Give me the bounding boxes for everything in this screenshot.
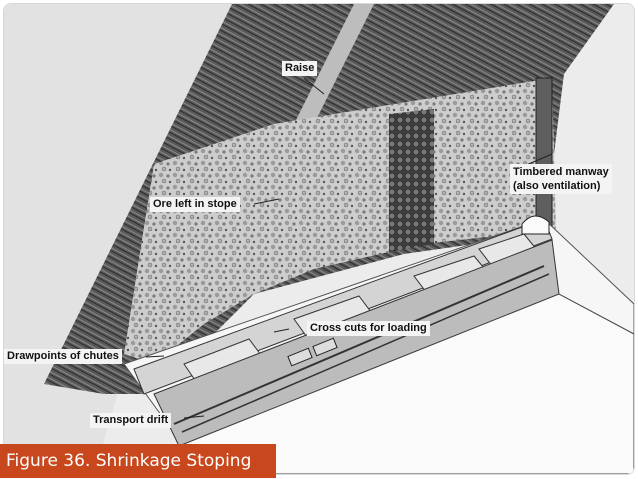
label-drawpoints: Drawpoints of chutes [4,349,122,364]
label-raise: Raise [282,61,318,76]
ore-car-2 [312,337,338,357]
figure-caption: Figure 36. Shrinkage Stoping [0,444,276,478]
label-transport-drift: Transport drift [90,413,172,428]
drift-arch [521,215,550,235]
shrinkage-stoping-figure: Raise Timbered manway (also ventilation)… [3,3,635,475]
label-timbered-manway: Timbered manway (also ventilation) [510,164,612,194]
label-timbered-manway-line2: (also ventilation) [513,180,601,192]
timbered-manway [535,77,553,229]
label-timbered-manway-line1: Timbered manway [513,166,609,178]
stope-illustration [4,4,634,474]
ore-stope [124,78,556,364]
ore-car [287,347,313,367]
rail-track [173,265,545,425]
label-ore-left-in-stope: Ore left in stope [150,197,240,212]
ore-pillar [389,109,434,252]
rail-track-2 [181,273,550,433]
label-cross-cuts: Cross cuts for loading [307,321,430,336]
